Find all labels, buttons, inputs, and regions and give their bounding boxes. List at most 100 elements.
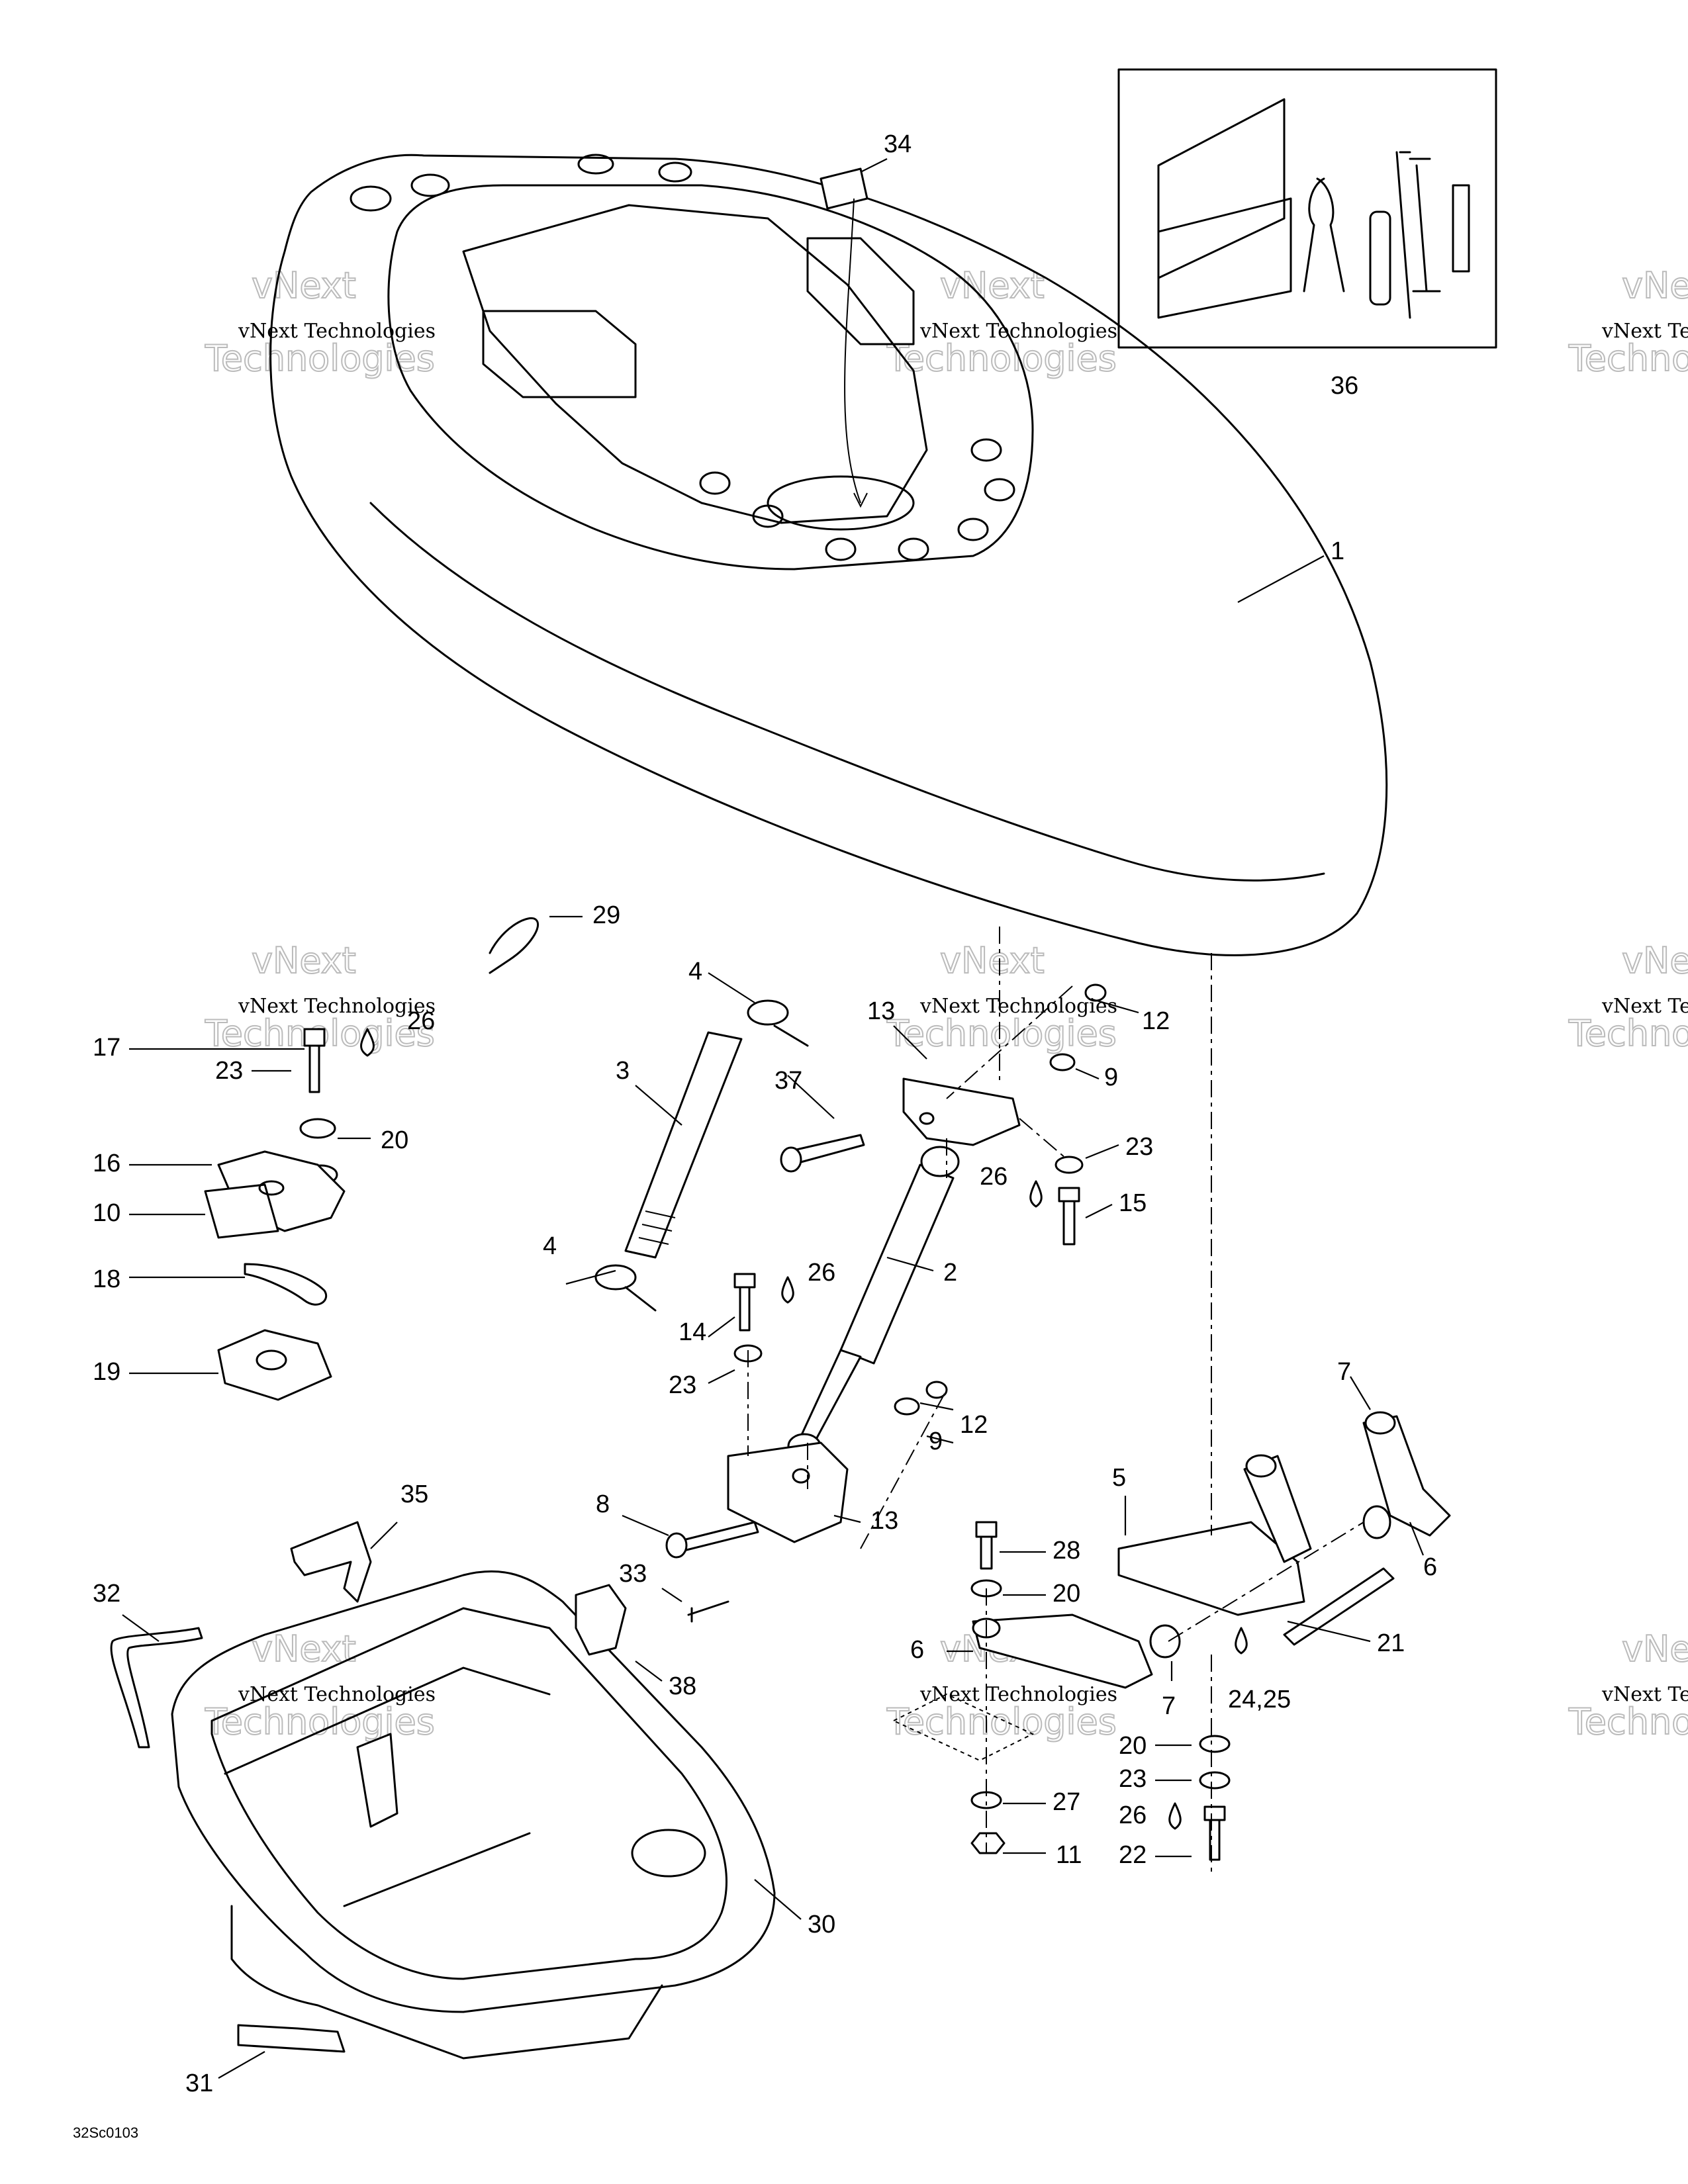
hood-hole — [410, 173, 450, 197]
svg-text:vNext: vNext — [252, 940, 356, 981]
hood-hole — [898, 537, 929, 561]
callout-20: 20 — [1053, 1580, 1080, 1608]
callout-2: 2 — [943, 1259, 957, 1287]
svg-text:Technologies: Technologies — [886, 1013, 1117, 1054]
callout-8: 8 — [596, 1490, 610, 1518]
callout-18: 18 — [93, 1265, 120, 1293]
callout-13: 13 — [870, 1507, 898, 1535]
svg-text:vNext Technologies: vNext Technologies — [238, 320, 436, 343]
svg-text:vNext: vNext — [940, 940, 1045, 981]
mounting-surface-dotted — [892, 1693, 1035, 1762]
hood-hole — [350, 185, 392, 212]
watermarks: vNext Technologies vNext Technologies vN… — [204, 264, 1688, 1743]
tool-bag-pouch — [1157, 197, 1292, 319]
callout-12: 12 — [960, 1411, 988, 1439]
sleeve-part — [820, 167, 868, 508]
svg-text:Technologies: Technologies — [886, 1701, 1117, 1743]
callout-38: 38 — [669, 1672, 696, 1700]
bolt-part — [303, 1028, 326, 1093]
rubber-strip-part — [237, 2024, 346, 2053]
svg-text:vNext Technologies: vNext Technologies — [238, 1683, 436, 1706]
hood-hole — [658, 161, 692, 183]
bolt-part — [1058, 1187, 1080, 1246]
svg-text:vNext Technologies: vNext Technologies — [1601, 320, 1688, 343]
retaining-clip-part — [594, 1264, 657, 1312]
callout-29: 29 — [592, 901, 620, 929]
callout-31: 31 — [185, 2070, 213, 2097]
callout-5: 5 — [1112, 1464, 1126, 1492]
svg-text:Technologies: Technologies — [1568, 338, 1688, 379]
wrench-icon — [1409, 158, 1441, 293]
latch-base-part — [217, 1329, 332, 1401]
tool-kit-frame — [1117, 68, 1497, 349]
watermark: vNext Technologies vNext Technologies — [1568, 939, 1688, 1055]
svg-text:vNext: vNext — [940, 265, 1045, 306]
loctite-drop-icon — [360, 1028, 375, 1057]
watermark: vNext Technologies vNext Technologies — [204, 264, 436, 380]
bin-drain-cap — [631, 1829, 706, 1878]
assembly-lines — [747, 927, 1364, 1873]
bolt-part — [1203, 1805, 1226, 1861]
callout-24-25: 24,25 — [1228, 1686, 1291, 1713]
callout-7: 7 — [1162, 1692, 1176, 1720]
hose-part — [110, 1627, 203, 1749]
lock-washer-part — [925, 1381, 948, 1399]
callout-9: 9 — [1104, 1064, 1118, 1091]
svg-text:vNext Technologies: vNext Technologies — [1601, 1683, 1688, 1706]
bolt-part — [733, 1273, 756, 1332]
callout-16: 16 — [93, 1150, 120, 1177]
callout-35: 35 — [400, 1480, 428, 1508]
callout-34: 34 — [884, 130, 912, 158]
callout-26: 26 — [808, 1259, 835, 1287]
screwdriver-blade-icon — [1395, 151, 1411, 319]
hook-part — [575, 1584, 627, 1656]
callout-37: 37 — [774, 1067, 802, 1095]
spark-plug-wrench-icon — [1452, 184, 1470, 273]
callout-19: 19 — [93, 1358, 120, 1386]
hood-hole — [970, 438, 1002, 462]
callout-23: 23 — [215, 1057, 243, 1085]
svg-text:vNext: vNext — [1622, 265, 1688, 306]
lock-washer-part — [1199, 1771, 1231, 1790]
callout-7: 7 — [1337, 1358, 1351, 1386]
callout-10: 10 — [93, 1199, 120, 1227]
loctite-drop-icon — [1168, 1802, 1182, 1830]
callout-14: 14 — [679, 1318, 706, 1346]
watermark: vNext Technologies vNext Technologies — [1568, 1627, 1688, 1743]
spring-pin-part — [244, 1263, 328, 1306]
watermark: vNext Technologies vNext Technologies — [886, 939, 1117, 1055]
strap-part — [290, 1521, 372, 1603]
callout-30: 30 — [808, 1911, 835, 1938]
bushing-part — [1149, 1624, 1181, 1659]
pivot-bolt-part — [665, 1521, 759, 1559]
tool-bag-flap — [1157, 98, 1286, 279]
callout-22: 22 — [1119, 1841, 1147, 1869]
svg-text:Technologies: Technologies — [205, 338, 435, 379]
washer-part — [894, 1397, 920, 1416]
callout-20: 20 — [1119, 1732, 1147, 1760]
hood-cover — [269, 154, 1388, 956]
hood-hole — [752, 504, 784, 528]
callout-23: 23 — [669, 1371, 696, 1399]
callout-21: 21 — [1377, 1629, 1405, 1657]
tie-strap — [489, 917, 539, 974]
callout-20: 20 — [381, 1126, 408, 1154]
bin-latch-striker — [356, 1733, 399, 1828]
callout-33: 33 — [619, 1560, 647, 1588]
callout-4: 4 — [688, 958, 702, 985]
callout-23: 23 — [1125, 1133, 1153, 1161]
callout-1: 1 — [1331, 537, 1344, 565]
callout-numbers: 1 2 3 4 4 5 6 6 7 7 8 9 9 10 11 12 12 13… — [93, 130, 1437, 2097]
loctite-drop-icon — [1235, 1627, 1248, 1655]
hood-hole — [984, 478, 1015, 502]
hinge-arm-part — [1362, 1411, 1451, 1537]
hood-grab-handle-right — [806, 237, 915, 345]
hood-hole — [957, 518, 989, 541]
support-rod-part — [624, 1031, 743, 1259]
svg-text:vNext: vNext — [252, 265, 356, 306]
latch-plate-part — [204, 1150, 346, 1239]
svg-text:vNext Technologies: vNext Technologies — [919, 995, 1117, 1018]
callout-15: 15 — [1119, 1189, 1147, 1217]
svg-text:Technologies: Technologies — [205, 1701, 435, 1743]
hinge-arm-part — [972, 1614, 1153, 1689]
